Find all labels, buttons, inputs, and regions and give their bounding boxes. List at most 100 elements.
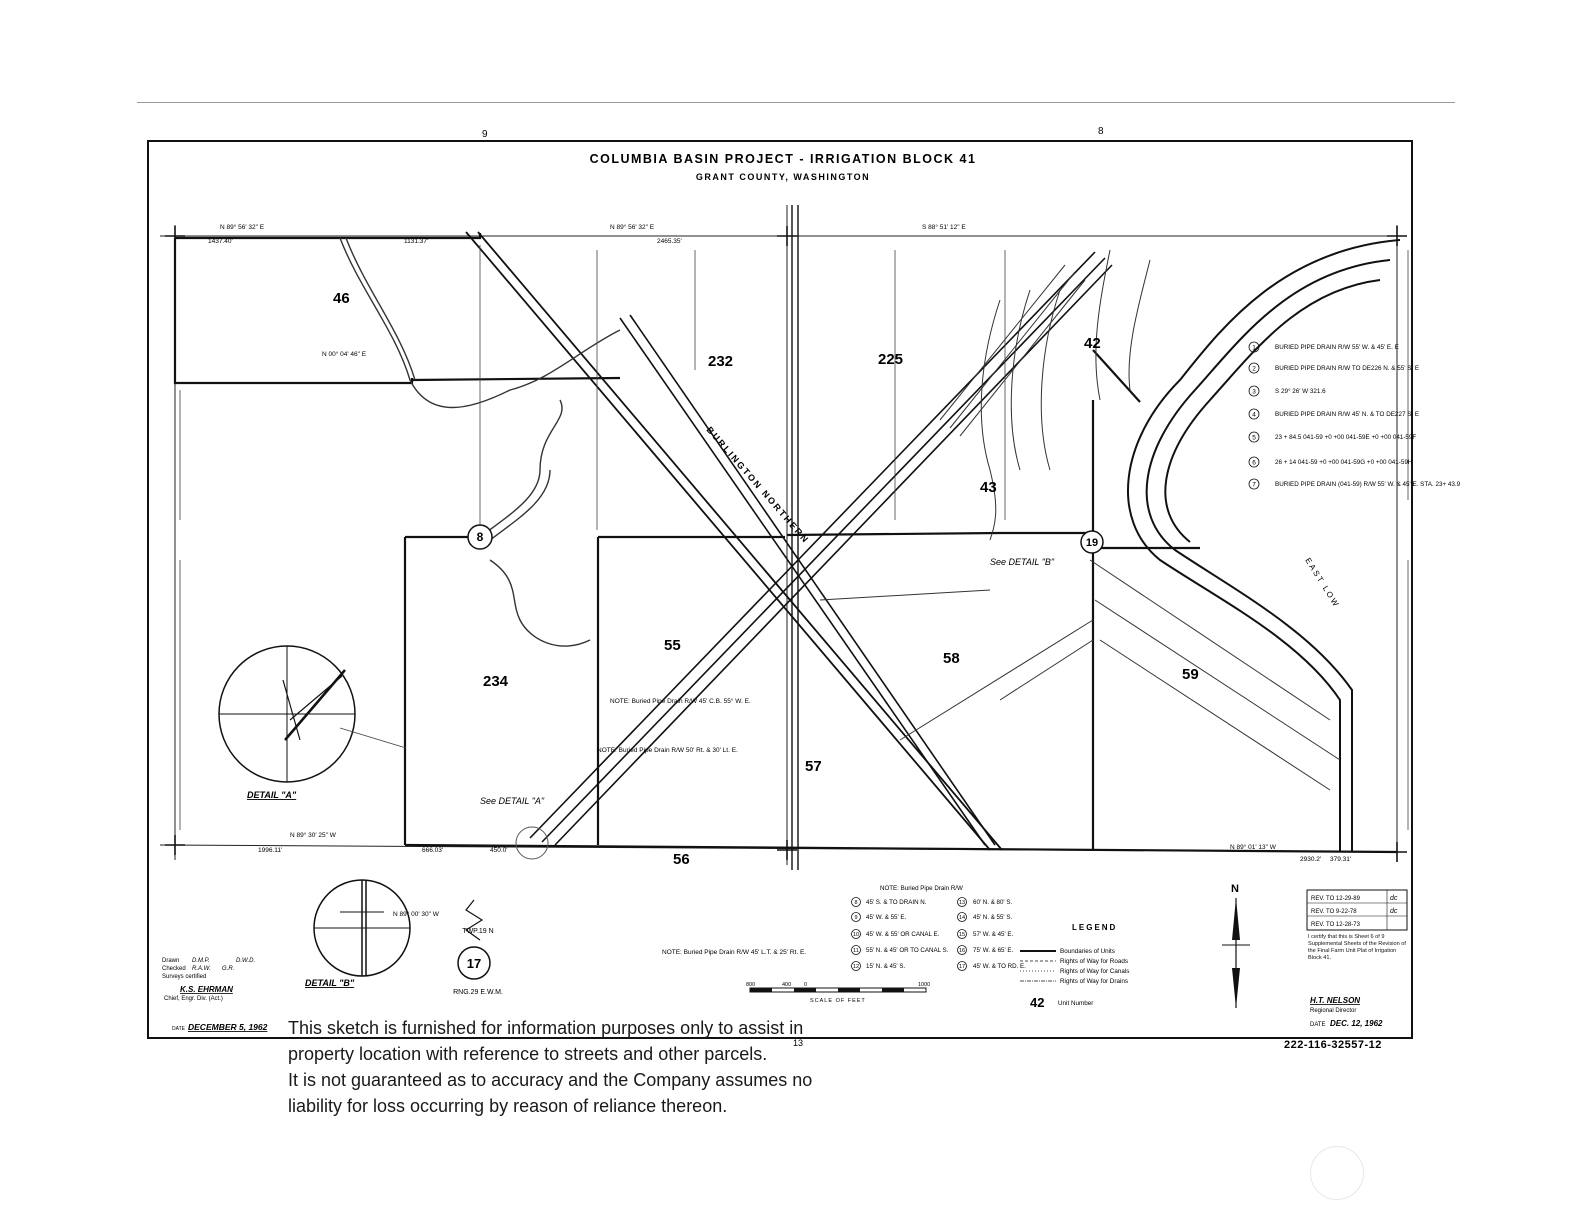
row-note-9-num: 9 xyxy=(854,915,857,921)
drawn-initials-2: D.W.D. xyxy=(236,958,255,964)
detail-a-line-6 xyxy=(339,727,407,749)
township-markers: 8 17 19 TWP.19 N RNG.29 E.W.M. xyxy=(453,524,1104,996)
row-note-11: 11 55' N. & 45' OR TO CANAL S. xyxy=(851,945,949,955)
detail-b-label: DETAIL "B" xyxy=(305,978,355,988)
north-arrow: N xyxy=(1222,883,1250,1008)
unit-46: 46 xyxy=(333,290,350,307)
right-note-5-num: 5 xyxy=(1252,435,1256,442)
township-number-8: 8 xyxy=(477,530,484,544)
drawing-number: 222-116-32557-12 xyxy=(1284,1039,1382,1051)
vertical-road xyxy=(791,205,799,870)
page-top-rule xyxy=(137,102,1455,103)
dim-top-mid: 1131.37' xyxy=(404,238,428,245)
break-line xyxy=(464,899,484,941)
revision-box: REV. TO 12-29-89 dc REV. TO 9-22-78 dc R… xyxy=(1306,889,1408,931)
drawn-date: DECEMBER 5, 1962 xyxy=(188,1022,268,1032)
bearing-left-mid: N 00° 04' 46" E xyxy=(322,350,367,358)
map-subtitle: GRANT COUNTY, WASHINGTON xyxy=(696,172,870,182)
surveys-label: Surveys certified xyxy=(162,974,206,980)
legend-item-roads: Rights of Way for Roads xyxy=(1060,958,1128,965)
row-note-12-text: 15' N. & 45' S. xyxy=(866,963,905,970)
row-note-13-num: 13 xyxy=(959,900,965,906)
row-note-8: 8 45' S. & TO DRAIN N. xyxy=(851,897,927,907)
section-corners xyxy=(165,226,1407,862)
right-note-1-text: BURIED PIPE DRAIN R/W 55' W. & 45' E. E xyxy=(1275,344,1399,351)
revision-1-init: dc xyxy=(1390,895,1398,902)
row-note-8-text: 45' S. & TO DRAIN N. xyxy=(866,899,927,906)
right-note-3: 3 S 29° 26' W 321.6 xyxy=(1248,385,1326,397)
checked-initials-2: G.R. xyxy=(222,966,234,972)
section-number-8: 8 xyxy=(1098,126,1104,137)
director-name: H.T. NELSON xyxy=(1310,996,1360,1005)
disclaimer: This sketch is furnished for information… xyxy=(288,1015,908,1119)
legend: LEGEND Boundaries of Units Rights of Way… xyxy=(1020,923,1129,1010)
unit-225: 225 xyxy=(878,351,903,368)
disclaimer-line-1: This sketch is furnished for information… xyxy=(288,1018,804,1038)
director-date-label: DATE xyxy=(1310,1022,1326,1028)
legend-unit-text: Unit Number xyxy=(1058,1000,1093,1007)
unit-55: 55 xyxy=(664,637,681,654)
right-note-2-num: 2 xyxy=(1252,366,1256,373)
engineer-title: Chief, Engr. Div. (Act.) xyxy=(164,996,223,1002)
scale-bar: 800 400 0 1000 SCALE OF FEET xyxy=(746,982,930,1004)
see-detail-a: See DETAIL "A" xyxy=(480,796,545,806)
detail-a-line-5 xyxy=(282,679,301,741)
right-note-6: 6 26 + 14 041-59 +0 +00 041-59G +0 +00 0… xyxy=(1248,456,1413,468)
right-note-2-text: BURIED PIPE DRAIN R/W TO DE226 N. & 55' … xyxy=(1275,365,1419,372)
row-note-14-num: 14 xyxy=(959,915,965,921)
township-label-upper: TWP.19 N xyxy=(462,928,493,935)
lateral-ditches xyxy=(819,249,1341,791)
dim-bottom-450: 450.0' xyxy=(490,847,508,854)
right-note-4-num: 4 xyxy=(1252,412,1256,419)
row-note-17-num: 17 xyxy=(959,964,965,970)
detail-b: DETAIL "B" N 89° 00' 30" W xyxy=(305,879,440,988)
dimension-lines xyxy=(179,245,1409,830)
right-note-6-text: 26 + 14 041-59 +0 +00 041-59G +0 +00 041… xyxy=(1275,459,1413,466)
row-note-13-text: 60' N. & 80' S. xyxy=(973,899,1012,906)
disclaimer-line-4: liability for loss occurring by reason o… xyxy=(288,1096,728,1116)
row-note-12: 12 15' N. & 45' S. xyxy=(851,961,905,971)
unit-56: 56 xyxy=(673,851,690,868)
dim-bottom-mid: 666.03' xyxy=(422,847,443,854)
township-circle-19 xyxy=(1080,530,1104,554)
right-notes: 1 BURIED PIPE DRAIN R/W 55' W. & 45' E. … xyxy=(1248,341,1461,490)
right-note-5-text: 23 + 84.5 041-59 +0 +00 041-59E +0 +00 0… xyxy=(1275,434,1416,441)
dim-bottom-left: 1996.11' xyxy=(258,847,282,854)
right-note-1: 1 BURIED PIPE DRAIN R/W 55' W. & 45' E. … xyxy=(1248,341,1399,353)
row-note-15-text: 57' W. & 45' E. xyxy=(973,931,1013,938)
note-buried-pipe-1: NOTE: Buried Pipe Drain R/W 45' C.B. 55°… xyxy=(610,697,751,705)
detail-b-bearing: N 89° 00' 30" W xyxy=(393,910,440,918)
legend-item-canals: Rights of Way for Canals xyxy=(1060,968,1129,975)
dim-bottom-right-2: 379.31' xyxy=(1330,856,1351,863)
detail-a-label: DETAIL "A" xyxy=(247,790,297,800)
right-note-7-num: 7 xyxy=(1252,482,1256,489)
row-note-13: 13 60' N. & 80' S. xyxy=(957,897,1012,907)
right-note-6-num: 6 xyxy=(1252,460,1256,467)
director-title: Regional Director xyxy=(1310,1008,1356,1014)
revision-2-init: dc xyxy=(1390,908,1398,915)
row-note-11-text: 55' N. & 45' OR TO CANAL S. xyxy=(866,947,949,954)
signature-block: H.T. NELSON Regional Director DATE DEC. … xyxy=(1310,996,1383,1028)
scale-tick-400: 400 xyxy=(782,982,791,988)
township-circle-17 xyxy=(457,946,491,980)
row-note-8-num: 8 xyxy=(854,900,857,906)
row-note-16-num: 16 xyxy=(959,948,965,954)
dim-top-rail: 2465.35' xyxy=(657,238,682,245)
row-note-12-num: 12 xyxy=(853,964,859,970)
unit-57: 57 xyxy=(805,758,822,775)
faint-circle-mark xyxy=(1310,1146,1364,1200)
dim-bottom-right: 2930.2' xyxy=(1300,856,1321,863)
township-number-17: 17 xyxy=(467,956,481,971)
disclaimer-line-3: It is not guaranteed as to accuracy and … xyxy=(288,1070,813,1090)
row-note-11-num: 11 xyxy=(853,948,859,954)
scale-tick-0: 0 xyxy=(804,982,807,988)
bearing-bottom-left: N 89° 30' 25" W xyxy=(290,831,337,839)
checked-initials: R.A.W. xyxy=(192,966,211,972)
map-frame xyxy=(147,140,1413,1039)
bearing-top-left: N 89° 56' 32" E xyxy=(220,223,265,231)
north-letter: N xyxy=(1231,883,1239,895)
